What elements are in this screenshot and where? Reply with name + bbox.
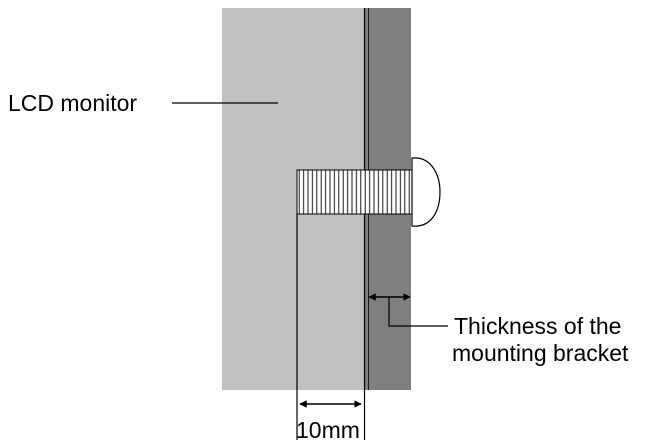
depth-label: 10mm [296, 417, 360, 441]
screw [296, 157, 441, 227]
monitor-label: LCD monitor [8, 90, 137, 116]
thickness-leader-line [388, 297, 448, 327]
bracket-label-line2: mounting bracket [452, 340, 629, 366]
bracket-label-line1: Thickness of the [454, 313, 621, 339]
screw-threads [297, 170, 412, 214]
screw-head [411, 157, 441, 227]
